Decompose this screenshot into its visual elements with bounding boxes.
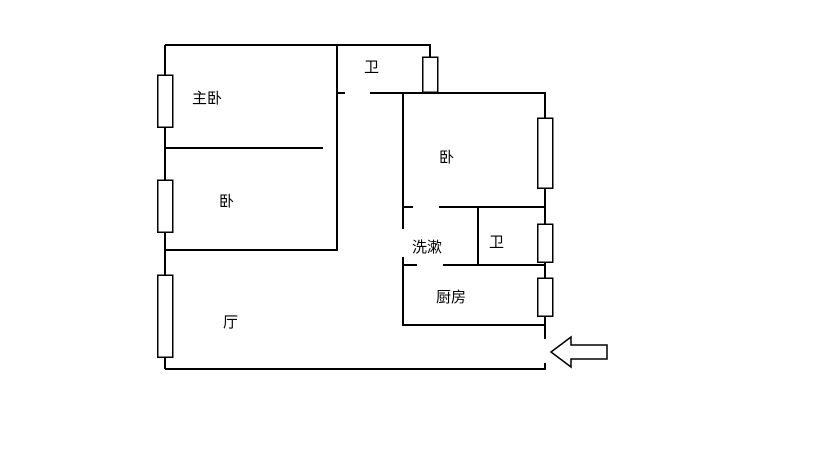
window-icon	[536, 223, 554, 263]
window-icon	[536, 277, 554, 317]
room-label-bath-mid: 卫	[489, 233, 504, 251]
room-label-bath-top: 卫	[364, 58, 379, 76]
window-icon	[156, 179, 174, 233]
room-label-wash-area: 洗漱	[412, 238, 442, 256]
window-icon	[536, 117, 554, 189]
window-icon	[421, 56, 439, 93]
room-label-master-bedroom: 主卧	[192, 89, 222, 107]
room-labels: 主卧 卫 卧 卧 洗漱 卫 厨房 厅	[192, 58, 504, 331]
room-label-bedroom-right: 卧	[439, 148, 454, 166]
windows	[156, 56, 554, 358]
room-label-kitchen: 厨房	[436, 288, 466, 306]
room-label-bedroom-left: 卧	[219, 192, 234, 210]
window-icon	[156, 74, 174, 128]
entrance-arrow-icon	[549, 335, 608, 369]
room-label-living-room: 厅	[223, 313, 238, 331]
window-icon	[156, 274, 174, 358]
